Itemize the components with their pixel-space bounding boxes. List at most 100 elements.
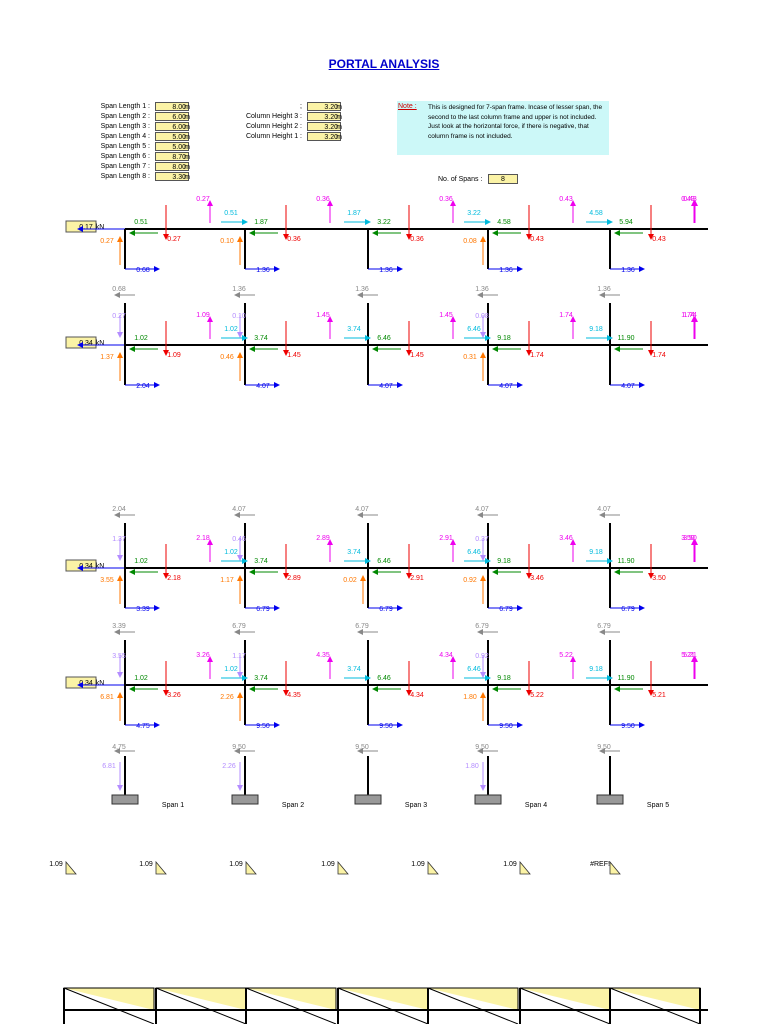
column-base-label: 4.07 xyxy=(379,383,393,390)
beam-reaction-label: 1.45 xyxy=(410,352,424,359)
moment-triangle xyxy=(609,860,621,875)
column-moment-label: 2.26 xyxy=(220,694,234,701)
column-moment-label: 0.92 xyxy=(463,577,477,584)
moment-triangle xyxy=(519,860,531,875)
beam-shear-right-label: 6.46 xyxy=(467,666,481,673)
upward-reaction-label: 0.27 xyxy=(196,196,210,203)
column-height-3-label: Column Height 3 : xyxy=(245,113,302,120)
column-shear-label: 9.50 xyxy=(475,744,489,751)
upward-reaction-label: 1.45 xyxy=(439,312,453,319)
axial-label: 0.92 xyxy=(475,653,489,660)
column-moment-label: 0.27 xyxy=(100,238,114,245)
axial-label: 3.55 xyxy=(112,653,126,660)
note-box xyxy=(397,101,609,155)
beam-shear-left-label: 1.02 xyxy=(134,558,148,565)
beam-shear-right-label: 1.87 xyxy=(347,210,361,217)
column-base-label: 1.36 xyxy=(256,267,270,274)
column-shear-label: 4.07 xyxy=(475,506,489,513)
support-block xyxy=(474,794,502,805)
moment-diagram-fill xyxy=(610,988,700,1010)
axial-label: 0.27 xyxy=(112,313,126,320)
lateral-load-value: 0.34 xyxy=(79,563,93,570)
column-height-4-label: ; xyxy=(300,103,302,110)
moment-diagram-fill xyxy=(428,988,518,1010)
column-base-label: 6.79 xyxy=(256,606,270,613)
upward-reaction-label: 0.43 xyxy=(683,196,697,203)
column-base-label: 6.79 xyxy=(499,606,513,613)
column-shear-label: 9.50 xyxy=(355,744,369,751)
column-moment-label: 1.37 xyxy=(100,354,114,361)
upward-reaction-label: 3.50 xyxy=(681,535,695,542)
column-base-label: 4.07 xyxy=(256,383,270,390)
beam-shear-right-label: 6.46 xyxy=(467,549,481,556)
beam-shear-left-label: 5.94 xyxy=(619,219,633,226)
beam-shear-right-label: 9.18 xyxy=(589,666,603,673)
column-shear-label: 6.79 xyxy=(232,623,246,630)
moment-label: 1.09 xyxy=(321,861,335,868)
beam-shear-left-label: 11.90 xyxy=(618,675,635,682)
column-shear-label: 4.07 xyxy=(355,506,369,513)
beam-shear-right-label: 3.74 xyxy=(347,666,361,673)
moment-label: #REF! xyxy=(590,861,610,868)
moment-diagram-fill xyxy=(64,988,154,1010)
beam-reaction-label: 4.34 xyxy=(410,692,424,699)
span-label: Span 4 xyxy=(525,802,547,809)
column-shear-label: 9.50 xyxy=(597,744,611,751)
beam-shear-right-label: 3.22 xyxy=(467,210,481,217)
beam-shear-left-label: 3.74 xyxy=(254,675,268,682)
column-base-label: 1.36 xyxy=(379,267,393,274)
beam-shear-left-label: 1.87 xyxy=(254,219,268,226)
upward-reaction-label: 1.74 xyxy=(681,312,695,319)
column-moment-label: 0.10 xyxy=(220,238,234,245)
column-moment-label: 3.55 xyxy=(100,577,114,584)
beam-reaction-label: 1.74 xyxy=(530,352,544,359)
moment-triangle xyxy=(427,860,439,875)
span-length-2-label: Span Length 2 : xyxy=(100,113,150,120)
beam-reaction-label: 0.36 xyxy=(410,236,424,243)
beam-reaction-label: 5.21 xyxy=(652,692,666,699)
column-shear-label: 4.07 xyxy=(597,506,611,513)
beam-shear-left-label: 6.46 xyxy=(377,335,391,342)
lateral-load-unit: kN xyxy=(96,563,105,570)
column-shear-label: 6.79 xyxy=(475,623,489,630)
beam-reaction-label: 0.27 xyxy=(167,236,181,243)
beam-reaction-label: 1.09 xyxy=(167,352,181,359)
beam-shear-right-label: 1.02 xyxy=(224,549,238,556)
upward-reaction-label: 3.26 xyxy=(196,652,210,659)
lateral-load-unit: kN xyxy=(96,340,105,347)
column-base-label: 4.75 xyxy=(136,723,150,730)
beam-shear-right-label: 6.46 xyxy=(467,326,481,333)
column-shear-label: 2.04 xyxy=(112,506,126,513)
beam-shear-left-label: 9.18 xyxy=(497,675,511,682)
moment-label: 1.09 xyxy=(229,861,243,868)
upward-reaction-label: 1.74 xyxy=(683,312,697,319)
axial-label: 1.80 xyxy=(465,763,479,770)
column-base-label: 9.50 xyxy=(256,723,270,730)
moment-diagram-line xyxy=(245,987,337,1024)
beam-shear-right-label: 4.58 xyxy=(589,210,603,217)
num-spans-field[interactable]: 8 xyxy=(488,174,518,184)
column-shear-label: 4.75 xyxy=(112,744,126,751)
span-length-4-label: Span Length 4 : xyxy=(100,133,150,140)
upward-reaction-label: 3.50 xyxy=(683,535,697,542)
column-base-label: 4.07 xyxy=(621,383,635,390)
upward-reaction-label: 4.34 xyxy=(439,652,453,659)
beam-shear-right-label: 9.18 xyxy=(589,549,603,556)
moment-diagram-fill xyxy=(156,988,246,1010)
support-block xyxy=(111,794,139,805)
beam-shear-left-label: 6.46 xyxy=(377,675,391,682)
upward-reaction-label: 0.36 xyxy=(439,196,453,203)
